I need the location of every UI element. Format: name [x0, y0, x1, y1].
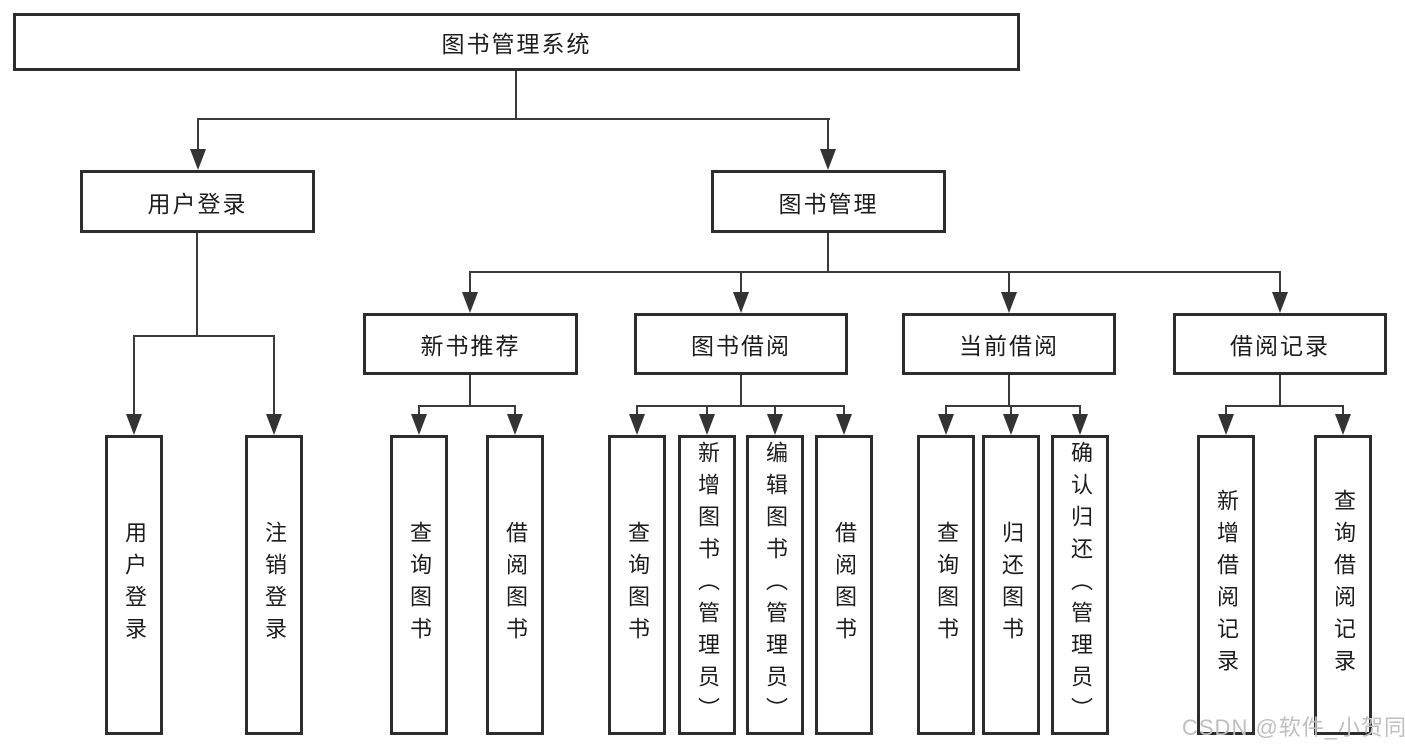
node-new-book-recommend: 新书推荐: [363, 313, 578, 375]
arrow-down-icon: [938, 414, 954, 435]
leaf-current-confirm-return-admin: 确认归还（管理员）: [1051, 435, 1109, 735]
connector-drop-book-borrow: [740, 271, 742, 295]
arrow-down-icon: [462, 292, 478, 313]
connector-book-borrow-bar: [636, 405, 845, 407]
connector-borrow-records-bar: [1225, 405, 1344, 407]
leaf-logout: 注销登录: [245, 435, 303, 735]
connector-book-management-stem: [827, 233, 829, 273]
connector-drop: [945, 405, 947, 416]
leaf-borrow-borrow-books: 借阅图书: [815, 435, 873, 735]
arrow-down-icon: [1218, 414, 1234, 435]
leaf-records-add-record: 新增借阅记录: [1197, 435, 1255, 735]
connector-drop: [1010, 405, 1012, 416]
arrow-down-icon: [190, 149, 206, 170]
connector-drop: [706, 405, 708, 416]
connector-level1-bar: [197, 118, 830, 120]
leaf-borrow-edit-books-admin: 编辑图书（管理员）: [746, 435, 804, 735]
arrow-down-icon: [836, 414, 852, 435]
arrow-down-icon: [1003, 414, 1019, 435]
arrow-down-icon: [1335, 414, 1351, 435]
connector-drop: [418, 405, 420, 416]
connector-current-borrow-bar: [945, 405, 1081, 407]
watermark: CSDN @软件_小贺同学: [1182, 715, 1405, 740]
leaf-records-query-record: 查询借阅记录: [1314, 435, 1372, 735]
connector-drop-book-management: [827, 118, 829, 151]
arrow-down-icon: [1001, 292, 1017, 313]
connector-level3-bar: [469, 271, 1281, 273]
connector-recommend-stem: [469, 375, 471, 407]
connector-current-borrow-group-stem: [1008, 375, 1010, 407]
arrow-down-icon: [699, 414, 715, 435]
connector-recommend-bar: [418, 405, 516, 407]
connector-drop: [843, 405, 845, 416]
connector-drop: [774, 405, 776, 416]
arrow-down-icon: [126, 414, 142, 435]
arrow-down-icon: [1272, 292, 1288, 313]
leaf-recommend-borrow-books: 借阅图书: [486, 435, 544, 735]
leaf-borrow-add-books-admin: 新增图书（管理员）: [678, 435, 736, 735]
connector-drop: [636, 405, 638, 416]
connector-drop-user-login: [197, 118, 199, 151]
leaf-user-login: 用户登录: [105, 435, 163, 735]
leaf-recommend-query-books: 查询图书: [390, 435, 448, 735]
node-current-borrow: 当前借阅: [902, 313, 1116, 375]
connector-user-login-stem: [196, 233, 198, 337]
arrow-down-icon: [507, 414, 523, 435]
arrow-down-icon: [1072, 414, 1088, 435]
connector-drop: [1079, 405, 1081, 416]
connector-root-stem: [515, 71, 517, 120]
arrow-down-icon: [266, 414, 282, 435]
arrow-down-icon: [767, 414, 783, 435]
node-root: 图书管理系统: [13, 13, 1020, 71]
node-user-login: 用户登录: [80, 170, 315, 233]
arrow-down-icon: [733, 292, 749, 313]
leaf-borrow-query-books: 查询图书: [608, 435, 666, 735]
connector-drop-current-borrow: [1008, 271, 1010, 295]
connector-drop: [1225, 405, 1227, 416]
connector-borrow-records-group-stem: [1279, 375, 1281, 407]
connector-drop-new-book-recommend: [469, 271, 471, 295]
node-book-borrow: 图书借阅: [634, 313, 848, 375]
connector-drop-leaf-logout: [273, 335, 275, 415]
node-borrow-records: 借阅记录: [1173, 313, 1387, 375]
arrow-down-icon: [411, 414, 427, 435]
connector-drop-leaf-user-login: [133, 335, 135, 415]
arrow-down-icon: [629, 414, 645, 435]
connector-book-borrow-group-stem: [740, 375, 742, 407]
connector-drop-borrow-records: [1279, 271, 1281, 295]
connector-drop: [514, 405, 516, 416]
leaf-current-query-books: 查询图书: [917, 435, 975, 735]
node-book-management: 图书管理: [711, 170, 946, 233]
arrow-down-icon: [820, 149, 836, 170]
leaf-current-return-books: 归还图书: [982, 435, 1040, 735]
connector-user-login-bar: [133, 335, 275, 337]
connector-drop: [1342, 405, 1344, 416]
